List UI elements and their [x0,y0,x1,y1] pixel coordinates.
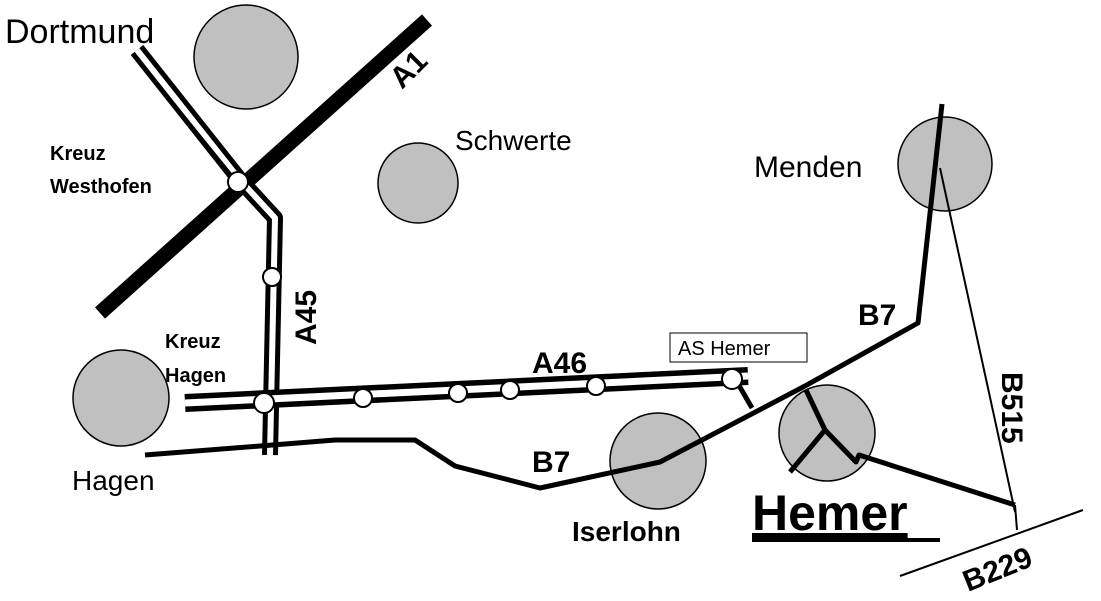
label-b515: B515 [995,372,1028,444]
a45-inner [134,48,278,456]
label-a46: A46 [532,347,587,380]
menden-area [897,116,993,212]
b229-road [899,509,1084,577]
schwerte-area [377,142,459,224]
hagen-area [72,349,170,447]
label-kreuz-hagen-1: Kreuz [165,331,221,353]
a45-edge [134,54,239,183]
a46-exit [353,388,373,408]
label-schwerte: Schwerte [455,125,572,156]
label-hagen: Hagen [72,465,155,496]
b515-road [939,167,1016,513]
hemer-b7-link [823,428,1016,508]
label-kreuz-westhofen-2: Westhofen [50,176,152,198]
label-iserlohn: Iserlohn [572,516,681,547]
label-kreuz-westhofen-1: Kreuz [50,143,106,165]
b7-road [144,103,945,491]
kreuz-hagen-junction [253,392,275,414]
as-hemer-junction [721,368,743,390]
b515-b229-link [1014,504,1018,531]
a46-exit [500,380,520,400]
a46-exit [448,383,468,403]
label-a45: A45 [290,290,323,345]
a46-exit [586,376,606,396]
as-hemer-box [669,332,808,363]
a1-motorway [94,14,433,319]
a45-exit [262,267,282,287]
kreuz-westhofen-junction [227,171,249,193]
label-b7-east: B7 [858,299,896,332]
label-b7-south: B7 [532,446,570,479]
label-menden: Menden [754,151,862,184]
label-kreuz-hagen-2: Hagen [165,365,226,387]
label-as-hemer: AS Hemer [678,338,771,360]
dortmund-area [193,4,299,110]
label-b229: B229 [958,541,1037,598]
label-dortmund: Dortmund [5,13,154,51]
label-hemer: Hemer [752,485,908,541]
